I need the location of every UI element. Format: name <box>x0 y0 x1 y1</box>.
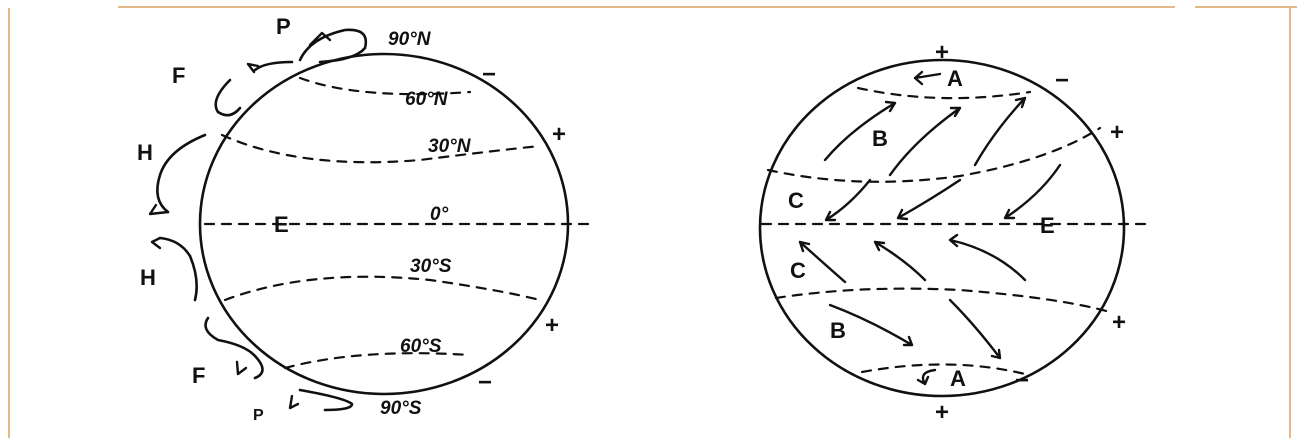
latitude-line-60s <box>285 353 470 368</box>
latitude-label-equator: 0° <box>430 204 449 225</box>
cell-label-hadley-south: H <box>140 265 156 290</box>
sign-south-pole: + <box>935 399 949 426</box>
cell-label-a-north: A <box>947 66 963 91</box>
cell-label-equator: E <box>274 212 289 237</box>
latitude-line-30s <box>225 277 540 300</box>
latitude-label-60n: 60°N <box>405 89 449 110</box>
right-globe: A B C E C B A + − + + − + <box>760 39 1150 426</box>
cell-label-a-south: A <box>950 366 966 391</box>
sign-right-lower: + <box>1112 309 1126 336</box>
sign-left-bottom: − <box>478 369 492 396</box>
wind-arrow <box>950 235 1025 280</box>
latitude-label-60s: 60°S <box>400 336 442 357</box>
cell-label-b-north: B <box>872 126 888 151</box>
left-globe: 90°N 60°N 30°N 0° 30°S 60°S 90°S P F H E… <box>137 14 595 424</box>
wind-arrow <box>875 242 925 280</box>
sign-left-top: − <box>482 61 496 88</box>
wind-arrow <box>975 98 1025 165</box>
wind-arrow <box>890 108 960 175</box>
cell-label-ferrel-south: F <box>192 363 205 388</box>
wind-arrow <box>1005 165 1060 218</box>
sign-left-upper-right: + <box>552 121 566 148</box>
wind-arrow <box>826 180 870 220</box>
cell-label-b-south: B <box>830 318 846 343</box>
right-globe-outline <box>760 60 1124 396</box>
right-line-30s <box>776 289 1110 312</box>
wind-arrow-polar-north <box>915 72 940 84</box>
cell-label-c-south: C <box>790 258 806 283</box>
wind-arrow-polar-south <box>918 370 935 384</box>
cell-label-hadley-north: H <box>137 140 153 165</box>
sign-right-bottom: − <box>1015 367 1029 394</box>
sign-right-top: − <box>1055 67 1069 94</box>
hadley-cell-loop-north <box>157 135 205 212</box>
sign-left-lower-right: + <box>545 312 559 339</box>
right-line-60n <box>858 88 1030 98</box>
cell-label-c-north: C <box>788 188 804 213</box>
ferrel-cell-arrow-south <box>237 362 246 374</box>
latitude-label-30n: 30°N <box>428 136 472 157</box>
right-line-60s <box>862 364 1025 374</box>
polar-cell-arrow-south <box>290 396 298 408</box>
hadley-cell-loop-south <box>160 238 197 300</box>
wind-arrow <box>950 300 1000 358</box>
cell-label-ferrel-north: F <box>172 63 185 88</box>
latitude-line-30n <box>222 135 540 162</box>
wind-arrow <box>800 242 845 282</box>
latitude-label-90n: 90°N <box>388 29 432 50</box>
polar-cell-loop-south <box>300 390 352 410</box>
right-line-30n <box>768 128 1100 182</box>
wind-arrow <box>898 180 960 219</box>
sign-north-pole: + <box>935 39 949 66</box>
latitude-label-30s: 30°S <box>410 256 452 277</box>
cell-label-equator-right: E <box>1040 213 1055 238</box>
latitude-label-90s: 90°S <box>380 398 422 419</box>
cell-label-polar-south: P <box>253 407 264 424</box>
ferrel-cell-loop-south <box>206 318 263 378</box>
sign-right-upper: + <box>1110 119 1124 146</box>
hadley-cell-arrow-south <box>152 238 160 248</box>
cell-label-polar-north: P <box>276 14 291 39</box>
